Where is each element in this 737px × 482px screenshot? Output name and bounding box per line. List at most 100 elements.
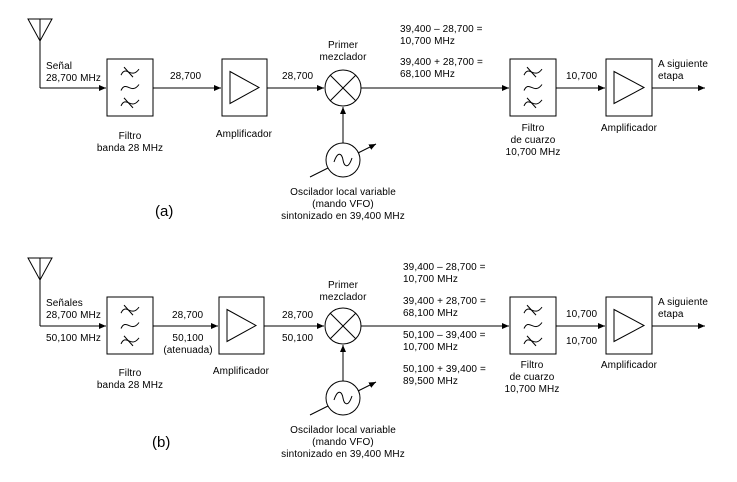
after-filter1-freq-b: 28,700 [172, 310, 204, 321]
filter-slash-glyph [123, 335, 134, 347]
product-equation: 50,100 – 39,400 = [403, 330, 486, 341]
mixer-x-icon [329, 74, 357, 102]
input-label-line: 28,700 MHz [46, 310, 101, 321]
product-result: 10,700 MHz [403, 274, 458, 285]
product-equation: 39,400 – 28,700 = [403, 262, 486, 273]
filter1-label-b: Filtro banda 28 MHz [90, 368, 170, 392]
filter2-label-line: de cuarzo [510, 135, 556, 146]
first-mixer [324, 307, 362, 345]
mixer-label-line: mezclador [319, 52, 367, 63]
variable-arrow-head-icon [357, 381, 377, 392]
sine-wave-glyph [120, 322, 140, 329]
mixer-product-a-0: 39,400 – 28,700 = 10,700 MHz [400, 24, 483, 48]
product-equation: 39,400 – 28,700 = [400, 24, 483, 35]
mixer-label-a: Primer mezclador [313, 40, 373, 64]
diagram-a [27, 18, 705, 178]
filter1-label-line: Filtro [118, 368, 142, 379]
oscillator-label-line: Oscilador local variable [290, 425, 396, 436]
caption-a: (a) [155, 203, 174, 220]
sine-wave-glyph [120, 84, 140, 91]
amp1-label-a: Amplificador [215, 129, 273, 140]
filter2-label-a: Filtro de cuarzo 10,700 MHz [498, 123, 568, 159]
amplifier-triangle-icon [226, 308, 258, 343]
filter1-label-line: banda 28 MHz [96, 380, 164, 391]
product-result: 68,100 MHz [403, 308, 458, 319]
filter-slash-glyph [123, 304, 134, 316]
after-filter2-freq-b: 10,700 [566, 309, 598, 320]
filter1-label-a: Filtro banda 28 MHz [90, 131, 170, 155]
amplifier-2 [605, 296, 653, 355]
filter-slash-glyph [123, 97, 134, 109]
variable-arrow-tail [309, 405, 329, 416]
oscillator-label-line: (mando VFO) [312, 199, 374, 210]
amplifier-box [221, 58, 268, 117]
oscillator-label-a: Oscilador local variable (mando VFO) sin… [263, 187, 423, 223]
mixer-label-b: Primer mezclador [313, 280, 373, 304]
filter1-label-line: banda 28 MHz [96, 143, 164, 154]
product-result: 10,700 MHz [400, 36, 455, 47]
bandpass-filter-28mhz [106, 296, 154, 355]
sine-wave-icon [333, 153, 353, 167]
filter2-label-line: Filtro [521, 123, 545, 134]
after-filter2-freq-a: 10,700 [566, 71, 598, 82]
amp1-label-b: Amplificador [212, 366, 270, 377]
filter-slash-glyph [526, 335, 537, 347]
amplifier-1 [218, 296, 265, 355]
product-result: 89,500 MHz [403, 376, 458, 387]
filter-slash-glyph [123, 66, 134, 78]
output-label-line: A siguiente [658, 59, 709, 70]
diagram-b [27, 257, 705, 416]
product-equation: 39,400 + 28,700 = [403, 296, 486, 307]
filter2-label-b: Filtro de cuarzo 10,700 MHz [497, 360, 567, 396]
amplifier-box [218, 296, 265, 355]
mixer-product-b-0: 39,400 – 28,700 = 10,700 MHz [403, 262, 486, 286]
after-amp1-freq-a: 28,700 [282, 71, 314, 82]
filter2-label-line: 10,700 MHz [505, 147, 561, 158]
input-signal-label-b: Señales 28,700 MHz [46, 298, 101, 322]
output-label-line: A siguiente [658, 297, 709, 308]
amplifier-box [605, 296, 653, 355]
output-label-a: A siguiente etapa [658, 59, 708, 83]
mixer-product-b-1: 39,400 + 28,700 = 68,100 MHz [403, 296, 486, 320]
variable-arrow-head-icon [357, 143, 377, 154]
mixer-product-a-1: 39,400 + 28,700 = 68,100 MHz [400, 57, 483, 81]
filter-slash-glyph [526, 304, 537, 316]
product-equation: 50,100 + 39,400 = [403, 364, 486, 375]
oscillator-label-b: Oscilador local variable (mando VFO) sin… [263, 425, 423, 461]
variable-local-oscillator [309, 142, 377, 178]
variable-local-oscillator [309, 380, 377, 416]
after-amp1-freq-b: 28,700 [282, 310, 314, 321]
mixer-label-line: mezclador [319, 292, 367, 303]
after-filter1-freq-below-b: 50,100 (atenuada) [156, 333, 220, 357]
mixer-x-icon [329, 312, 357, 340]
amplifier-triangle-icon [229, 70, 261, 105]
input-signal-label-a: Señal 28,700 MHz [46, 61, 101, 85]
bandpass-filter-28mhz [106, 58, 154, 117]
filter-slash-glyph [526, 97, 537, 109]
quartz-filter-10700khz [509, 296, 557, 355]
oscillator-label-line: sintonizado en 39,400 MHz [281, 211, 405, 222]
amplifier-triangle-icon [613, 70, 646, 105]
oscillator-label-line: Oscilador local variable [290, 187, 396, 198]
filter1-label-line: Filtro [118, 131, 142, 142]
after-filter1-freq-a: 28,700 [170, 71, 202, 82]
mixer-label-line: Primer [327, 280, 359, 291]
amplifier-triangle-icon [613, 308, 646, 343]
sine-wave-glyph [523, 84, 543, 91]
mixer-product-b-3: 50,100 + 39,400 = 89,500 MHz [403, 364, 486, 388]
input-label-line: Señal [46, 61, 73, 72]
product-result: 10,700 MHz [403, 342, 458, 353]
product-equation: 39,400 + 28,700 = [400, 57, 483, 68]
quartz-filter-10700khz [509, 58, 557, 117]
freq-line: (atenuada) [163, 345, 213, 356]
amplifier-box [605, 58, 653, 117]
amplifier-2 [605, 58, 653, 117]
input-label-line: Señales [46, 298, 83, 309]
output-label-b: A siguiente etapa [658, 297, 708, 321]
output-label-line: etapa [658, 309, 684, 320]
sine-wave-icon [333, 391, 353, 405]
input-signal-label-below-b: 50,100 MHz [46, 333, 101, 344]
filter-slash-glyph [526, 66, 537, 78]
freq-line: 50,100 [172, 333, 204, 344]
